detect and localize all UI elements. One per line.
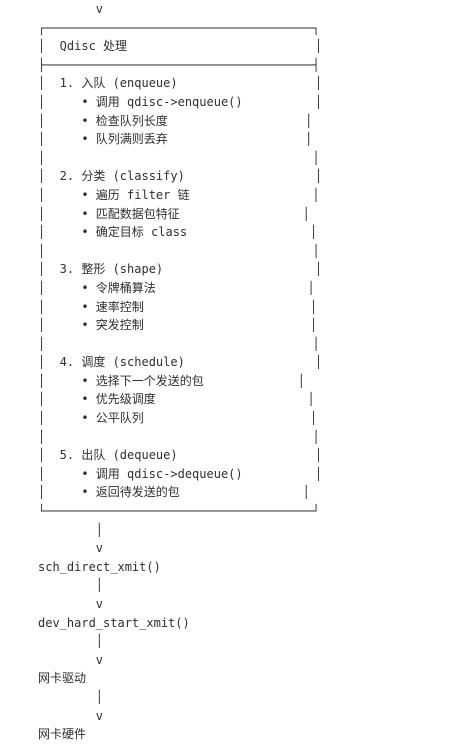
flow-connector: │ xyxy=(38,522,104,537)
section-item: │ • 队列满则丢弃 │ xyxy=(38,132,313,147)
box-blank-line: │ │ xyxy=(38,336,320,351)
flow-connector: │ xyxy=(38,578,104,593)
section-item: │ • 突发控制 │ xyxy=(38,318,318,333)
ascii-flow-diagram: v ┌─────────────────────────────────────… xyxy=(38,0,468,744)
box-blank-line: │ │ xyxy=(38,243,320,258)
section-heading: │ 4. 调度 (schedule) │ xyxy=(38,355,323,370)
section-item: │ • 匹配数据包特征 │ xyxy=(38,206,310,221)
section-item: │ • 令牌桶算法 │ xyxy=(38,280,315,295)
flow-arrow: v xyxy=(38,708,104,723)
box-title-divider: ├─────────────────────────────────────┤ xyxy=(38,57,320,72)
flow-label-dev-hard-start-xmit: dev_hard_start_xmit() xyxy=(38,615,190,630)
section-item: │ • 检查队列长度 │ xyxy=(38,113,313,128)
flow-arrow: v xyxy=(38,541,104,556)
section-heading: │ 3. 整形 (shape) │ xyxy=(38,262,323,277)
flow-connector: │ xyxy=(38,634,104,649)
section-heading: │ 5. 出队 (dequeue) │ xyxy=(38,448,323,463)
box-bottom-border: └─────────────────────────────────────┘ xyxy=(38,504,320,519)
flow-label-nic-driver: 网卡驱动 xyxy=(38,671,87,686)
box-top-border: ┌─────────────────────────────────────┐ xyxy=(38,20,320,35)
section-heading: │ 2. 分类 (classify) │ xyxy=(38,169,323,184)
section-item: │ • 速率控制 │ xyxy=(38,299,318,314)
section-item: │ • 确定目标 class │ xyxy=(38,225,318,240)
section-item: │ • 优先级调度 │ xyxy=(38,392,315,407)
flow-label-nic-hardware: 网卡硬件 xyxy=(38,727,87,742)
section-item: │ • 返回待发送的包 │ xyxy=(38,485,310,500)
top-arrow: v xyxy=(38,2,104,16)
flow-label-sch-direct-xmit: sch_direct_xmit() xyxy=(38,559,161,574)
box-title: │ Qdisc 处理 │ xyxy=(38,39,323,54)
section-item: │ • 选择下一个发送的包 │ xyxy=(38,373,305,388)
flow-arrow: v xyxy=(38,597,104,611)
section-item: │ • 遍历 filter 链 │ xyxy=(38,187,320,202)
section-item: │ • 调用 qdisc->dequeue() │ xyxy=(38,466,323,481)
section-item: │ • 调用 qdisc->enqueue() │ xyxy=(38,94,323,109)
section-item: │ • 公平队列 │ xyxy=(38,411,318,426)
flow-arrow: v xyxy=(38,652,104,667)
box-blank-line: │ │ xyxy=(38,150,320,165)
flow-connector: │ xyxy=(38,689,104,704)
box-blank-line: │ │ xyxy=(38,429,320,444)
section-heading: │ 1. 入队 (enqueue) │ xyxy=(38,76,323,91)
